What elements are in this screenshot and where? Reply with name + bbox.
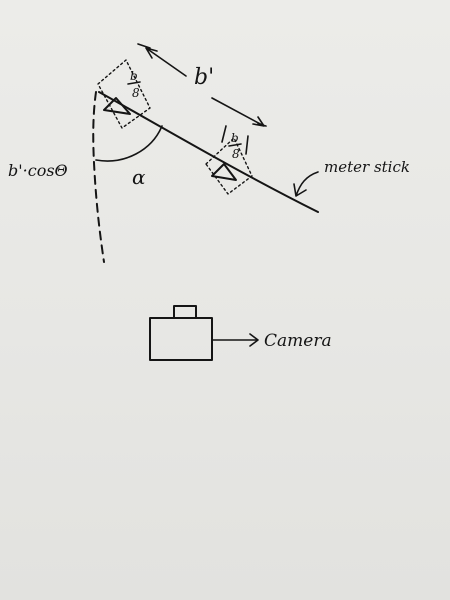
label-b-prime-cos: b'·cosΘ	[8, 161, 68, 180]
lower-dotted-box	[205, 137, 253, 195]
label-b-prime: b'	[194, 65, 214, 90]
camera-viewfinder	[173, 305, 197, 319]
lower-fraction-bar	[228, 143, 242, 147]
meter-stick-pointer	[293, 171, 319, 197]
label-alpha: α	[132, 165, 146, 189]
label-upper-b: b	[130, 69, 138, 83]
label-camera: Camera	[264, 331, 332, 351]
b-prime-arrow-lower	[211, 97, 265, 127]
upper-dotted-box	[97, 59, 151, 129]
lower-b8-bracket	[221, 125, 249, 155]
label-lower-8: 8	[232, 147, 240, 161]
lower-marker-triangle	[211, 163, 237, 181]
label-upper-8: 8	[132, 86, 140, 100]
angle-arc	[95, 125, 163, 162]
b-prime-arrow-upper	[145, 47, 187, 77]
camera-arrow	[211, 333, 259, 347]
camera-body	[149, 317, 213, 361]
b-prime-left-tick	[137, 43, 151, 49]
upper-fraction-bar	[127, 81, 141, 85]
label-meter-stick: meter stick	[324, 158, 410, 176]
meter-stick-line	[98, 91, 319, 213]
vertical-dashed-line	[92, 91, 105, 263]
label-lower-b: b	[231, 131, 239, 145]
upper-marker-triangle	[103, 97, 131, 115]
